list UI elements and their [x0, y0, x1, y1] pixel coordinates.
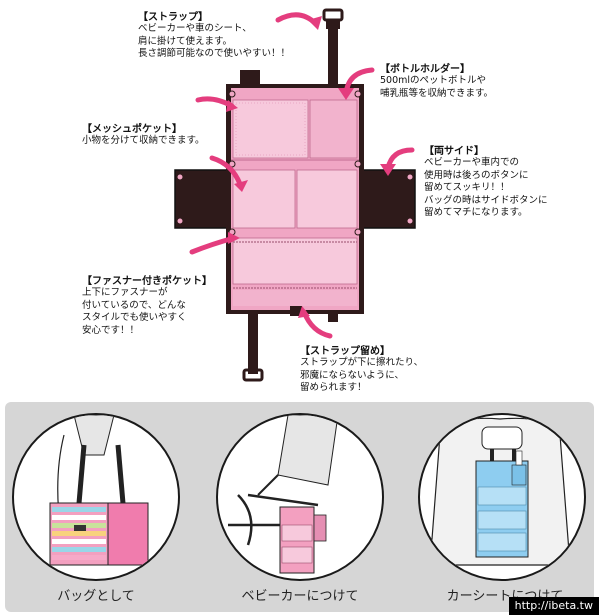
strap-stopper-line-3: 留められます！	[300, 382, 367, 393]
mesh-pocket-shape	[232, 99, 309, 159]
both-sides-line-2: 使用時は後ろのボタンに	[424, 169, 529, 181]
both-sides-title: 【両サイド】	[424, 146, 484, 157]
strap-stopper-label: 【ストラップ留め】 ストラップが下に擦れたり、 邪魔にならないように、 留められ…	[300, 342, 423, 395]
zipper-pocket-shape	[232, 237, 358, 285]
watermark: http://ibeta.tw	[508, 597, 599, 615]
bottle-holder-shape	[309, 99, 358, 159]
usage-bag-illustration	[12, 413, 180, 581]
mesh-pocket-title: 【メッシュポケット】	[82, 124, 182, 135]
both-sides-line-4: バッグの時はサイドボタンに	[424, 194, 548, 206]
both-sides-line-3: 留めてスッキリ！！	[424, 182, 510, 193]
left-side-wing	[174, 169, 234, 229]
bottle-holder-line-1: 500mlのペットボトルや	[380, 75, 487, 86]
zipper-pocket-label: 【ファスナー付きポケット】 上下にファスナーが 付いているので、どんな スタイル…	[82, 272, 212, 337]
both-sides-label: 【両サイド】 ベビーカーや車内での 使用時は後ろのボタンに 留めてスッキリ！！ …	[424, 142, 548, 220]
strap-stopper-line-1: ストラップが下に擦れたり、	[300, 357, 424, 368]
zipper-pocket-line-4: 安心です！！	[82, 324, 140, 336]
strap-line-1: ベビーカーや車のシート、	[138, 23, 252, 34]
both-sides-line-5: 留めてマチになります。	[424, 207, 528, 218]
both-sides-line-1: ベビーカーや車内での	[424, 157, 520, 168]
bottle-holder-line-2: 哺乳瓶等を収納できます。	[380, 87, 494, 99]
usage-stroller-illustration	[216, 413, 384, 581]
strap-line-2: 肩に掛けて使えます。	[138, 35, 233, 47]
strap-stopper-line-2: 邪魔にならないように、	[300, 369, 405, 381]
strap-stopper-title: 【ストラップ留め】	[300, 346, 390, 357]
zipper-pocket-line-1: 上下にファスナーが	[82, 287, 168, 298]
bottom-strap	[242, 306, 338, 382]
mesh-pocket-line-1: 小物を分けて収納できます。	[82, 135, 205, 146]
caption-bag: バッグとして	[57, 589, 135, 604]
zipper-pocket-line-2: 付いているので、どんな	[82, 299, 186, 311]
caption-stroller: ベビーカーにつけて	[241, 589, 359, 604]
top-strap	[240, 8, 344, 86]
bottle-holder-title: 【ボトルホルダー】	[380, 64, 470, 75]
strap-label: 【ストラップ】 ベビーカーや車のシート、 肩に掛けて使えます。 長さ調節可能なの…	[138, 8, 290, 61]
bottle-holder-label: 【ボトルホルダー】 500mlのペットボトルや 哺乳瓶等を収納できます。	[380, 60, 493, 100]
mesh-pocket-label: 【メッシュポケット】 小物を分けて収納できます。	[82, 120, 205, 148]
zipper-pocket-title: 【ファスナー付きポケット】	[82, 276, 212, 287]
product-diagram	[174, 8, 416, 382]
mesh-pocket-arrow-2	[209, 155, 243, 187]
strap-line-3: 長さ調節可能なので使いやすい！！	[138, 48, 291, 59]
usage-car-seat-illustration	[418, 413, 586, 581]
zipper-pocket-line-3: スタイルでも使いやすく	[82, 312, 187, 323]
right-side-wing	[356, 169, 416, 229]
strap-title: 【ストラップ】	[138, 12, 208, 23]
